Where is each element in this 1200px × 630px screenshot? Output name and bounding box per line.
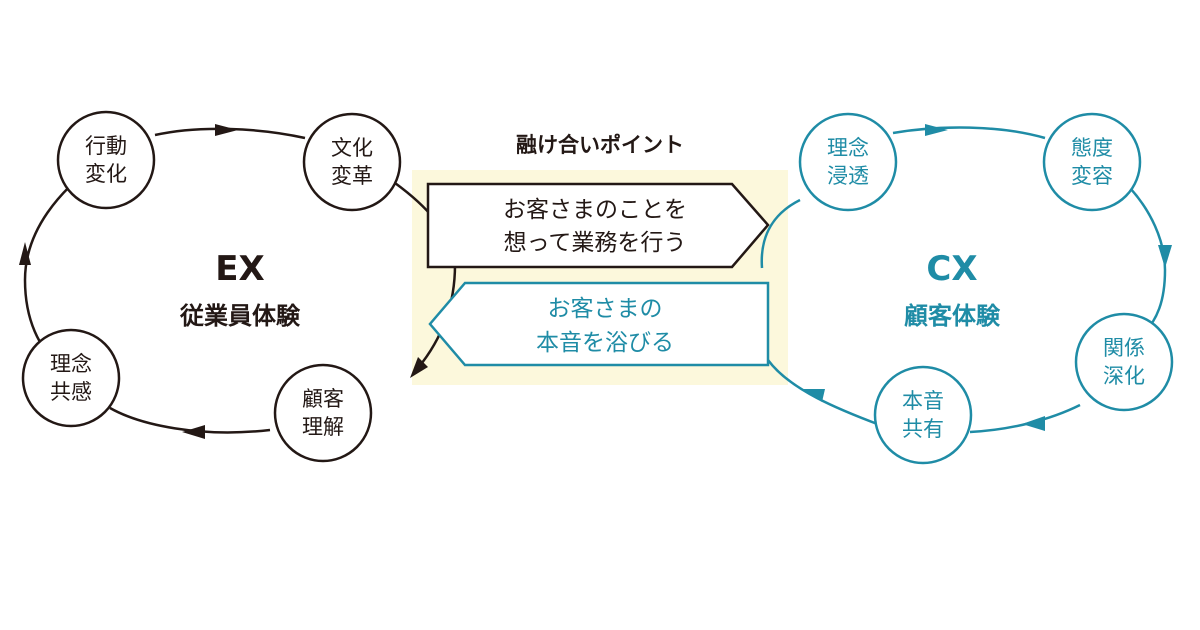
cx-sublabel: 顧客体験 bbox=[904, 302, 1001, 330]
cx-node-relationship-deepening-line1: 関係 bbox=[1103, 336, 1145, 360]
ex-node-culture-reform-line2: 変革 bbox=[331, 164, 373, 188]
cx-node-attitude-change-line2: 変容 bbox=[1071, 164, 1113, 188]
ex-arrowhead-bottom bbox=[182, 425, 205, 439]
cx-node-relationship-deepening: 関係 深化 bbox=[1074, 312, 1174, 412]
fusion-arrow-right-line2: 想って業務を行う bbox=[504, 230, 687, 256]
cx-node-true-voice-sharing-line1: 本音 bbox=[902, 389, 944, 413]
ex-arrowhead-left bbox=[19, 242, 31, 265]
ex-node-action-change: 行動 変化 bbox=[56, 110, 156, 210]
fusion-arrow-right: お客さまのことを 想って業務を行う bbox=[426, 182, 770, 269]
ex-node-customer-understanding-line1: 顧客 bbox=[302, 387, 344, 411]
ex-node-customer-understanding: 顧客 理解 bbox=[273, 363, 373, 463]
cx-node-attitude-change-line1: 態度 bbox=[1071, 136, 1113, 160]
ex-loop-path bbox=[23, 127, 457, 434]
cx-node-philosophy-penetration-line2: 浸透 bbox=[827, 164, 869, 188]
ex-node-customer-understanding-line2: 理解 bbox=[302, 415, 344, 439]
ex-node-philosophy-empathy-line2: 共感 bbox=[50, 380, 92, 404]
cx-node-philosophy-penetration: 理念 浸透 bbox=[798, 112, 898, 212]
cx-node-true-voice-sharing-line2: 共有 bbox=[902, 417, 944, 441]
ex-arrowhead-exit bbox=[410, 357, 428, 378]
cx-node-philosophy-penetration-line1: 理念 bbox=[827, 136, 869, 160]
cx-arrowhead-right bbox=[1158, 245, 1172, 268]
ex-node-philosophy-empathy-line1: 理念 bbox=[50, 352, 92, 376]
fusion-arrow-left-line1: お客さまの bbox=[548, 296, 663, 322]
ex-label: EX bbox=[215, 249, 264, 289]
ex-node-action-change-line1: 行動 bbox=[85, 134, 127, 158]
ex-node-action-change-line2: 変化 bbox=[85, 162, 127, 186]
fusion-arrow-right-line1: お客さまのことを bbox=[503, 197, 687, 223]
cx-label: CX bbox=[926, 249, 977, 289]
ex-sublabel: 従業員体験 bbox=[179, 302, 301, 330]
ex-node-culture-reform-line1: 文化 bbox=[331, 136, 373, 160]
ex-node-culture-reform: 文化 変革 bbox=[302, 112, 402, 212]
ex-node-philosophy-empathy: 理念 共感 bbox=[21, 328, 121, 428]
fusion-arrow-left-line2: 本音を浴びる bbox=[536, 330, 674, 356]
cx-arrowhead-top bbox=[925, 124, 948, 136]
cx-arrowhead-entry bbox=[803, 389, 825, 402]
cx-node-true-voice-sharing: 本音 共有 bbox=[873, 365, 973, 465]
cx-node-attitude-change: 態度 変容 bbox=[1042, 112, 1142, 212]
fusion-point-title: 融け合いポイント bbox=[516, 133, 684, 157]
cx-arrowhead-bottom bbox=[1022, 416, 1045, 431]
ex-arrowhead-top bbox=[215, 124, 238, 136]
cx-node-relationship-deepening-line2: 深化 bbox=[1103, 364, 1145, 388]
fusion-arrow-left: お客さまの 本音を浴びる bbox=[428, 281, 770, 367]
